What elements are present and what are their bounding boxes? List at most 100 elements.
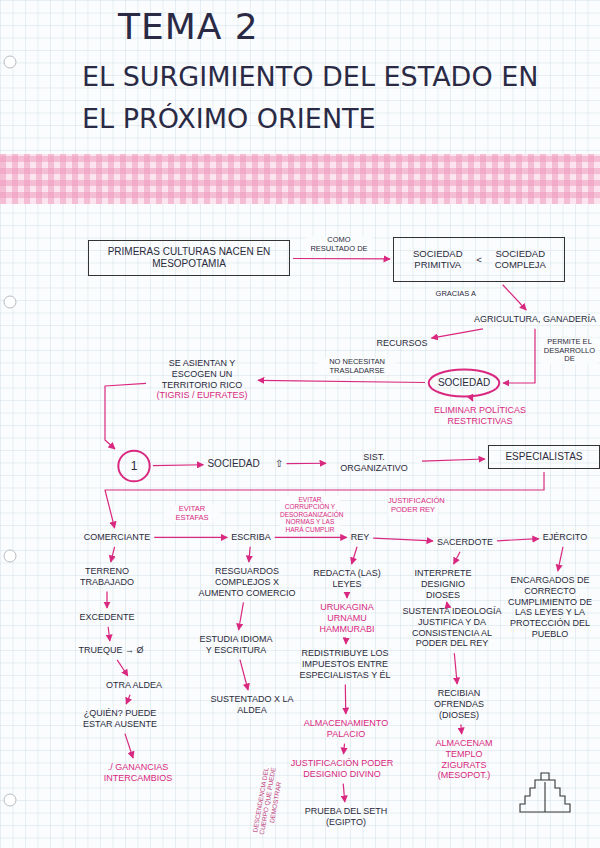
edge-label: GRACIAS A [426,290,476,299]
node-text: ./ GANANCIAS INTERCAMBIOS [80,762,196,784]
node-text: (TIGRIS / EUFRATES) [157,390,248,401]
arrow-connector [287,463,326,465]
edge-label: COMO RESULTADO DE [306,236,372,253]
arrow-connector [108,627,110,641]
concept-text: SACERDOTE [430,537,500,548]
arrow-connector [503,329,535,383]
node-text: ¿QUIÉN? PUEDE ESTAR AUSENTE [70,708,170,730]
node-text: SOCIEDAD COMPLEJA [483,248,557,271]
arrow-connector [239,602,244,630]
margin-note: DESCENDENCIA DEL CUERPO QUE PUEDE DEMOST… [251,764,286,839]
arrow-connector [345,638,346,644]
node-text: SUSTENTA IDEOLOGÍA JUSTIFICA Y DA CONSIS… [402,606,502,649]
node-text: ESCRIBA [231,532,271,543]
node-text: INTERPRETE DESIGNIO DIOSES [406,568,480,600]
node-text: EXCEDENTE [79,612,134,623]
concept-text: INTERPRETE DESIGNIO DIOSES [406,568,480,600]
node-text: AGRICULTURA, GANADERÍA [474,314,596,325]
concept-text: SUSTENTA IDEOLOGÍA JUSTIFICA Y DA CONSIS… [402,606,502,649]
node-text: EJÉRCITO [543,532,587,543]
edge-label: PERMITE EL DESARROLLO DE [541,338,598,364]
arrow-connector [352,547,357,564]
node-text: ESPECIALISTAS [505,451,582,463]
node-text: ESTUDIA IDIOMA Y ESCRITURA [196,634,276,656]
node-text: SIST. ORGANIZATIVO [330,452,418,474]
node-text: URUKAGINA URNAMU HAMMURABI [303,602,391,634]
concept-box: ESPECIALISTAS [488,445,600,469]
concept-text: ESTUDIA IDIOMA Y ESCRITURA [196,634,276,656]
concept-text: RECURSOS [374,338,430,349]
concept-text: SUSTENTADO X LA ALDEA [210,694,294,716]
node-text: SUSTENTADO X LA ALDEA [210,694,294,716]
edge-label: NO NECESITAN TRASLADARSE [318,358,396,375]
concept-text: EJÉRCITO [533,532,597,543]
node-text: < [476,254,482,265]
node-text: RECIBIAN OFRENDAS (DIOSES) [424,688,494,720]
node-text: SE ASIENTAN Y ESCOGEN UN TERRITORIO RICO [150,358,254,390]
concept-text: COMERCIANTE [72,532,162,543]
arrow-connector [126,695,130,704]
concept-text: ./ GANANCIAS INTERCAMBIOS [80,762,196,784]
node-text: OTRA ALDEA [106,680,162,691]
node-text: REDACTA (LAS) LEYES [303,568,391,590]
concept-text: ENCARGADOS DE CORRECTO CUMPLIMIENTO DE L… [503,575,597,640]
concept-text: JUSTIFICACIÓN PODER DESIGNIO DIVINO [288,758,396,780]
arrow-connector [373,538,433,541]
ziggurat-drawing [520,773,570,812]
arrow-connector [422,459,485,461]
concept-text: TRUEQUE → Ø [66,645,156,656]
node-text: 1 [131,459,138,473]
arrow-connector [345,684,347,714]
concept-text: ELIMINAR POLÍTICAS RESTRICTIVAS [425,405,535,427]
arrow-connector [446,602,448,604]
concept-text: EXCEDENTE [70,612,144,623]
arrow-connector [240,660,248,690]
arrow-connector [258,380,425,382]
concept-circle: 1 [118,450,150,482]
node-text: ELIMINAR POLÍTICAS RESTRICTIVAS [425,405,535,427]
concept-text: OTRA ALDEA [98,680,170,691]
node-text: PRUEBA DEL SETH (EGIPTO) [300,806,392,828]
arrow-connector [111,547,115,562]
arrow-connector [343,744,344,754]
concept-text: ALMACENAMIENTO PALACIO [300,718,392,740]
arrow-connector [106,592,107,608]
node-text: REDISTRIBUYE LOS IMPUESTOS ENTRE ESPECIA… [296,648,394,680]
subtitle: EL SURGIMIENTO DEL ESTADO EN EL PRÓXIMO … [82,56,552,140]
arrow-connector [558,547,563,571]
concept-text: SIST. ORGANIZATIVO [330,452,418,474]
node-text: SOCIEDAD [207,458,259,470]
circle-outline [118,451,149,482]
concept-box: SOCIEDAD ⇧ [200,458,290,470]
node-text: RESGUARDOS COMPLEJOS X AUMENTO COMERCIO [198,566,296,598]
node-text: ⇧ [275,458,283,470]
arrow-connector [454,552,460,564]
arrow-connector [125,734,133,758]
node-text: TERRENO TRABAJADO [72,566,142,588]
arrow-connector [432,329,483,338]
concept-text: ALMACENAM TEMPLO ZIGURATS (MESOPOT.) [422,738,506,781]
arrow-connector [117,660,128,676]
arrow-connector [275,537,347,538]
arrow-connector [472,400,474,401]
edge-label: EVITAR CORRUPCIÓN Y DESORGANIZACIÓN NORM… [280,496,340,533]
concept-box: PRIMERAS CULTURAS NACEN EN MESOPOTAMIA [88,240,290,276]
arrow-connector [346,594,347,598]
arrow-connector [293,258,390,260]
concept-box: SOCIEDAD PRIMITIVA<SOCIEDAD COMPLEJA [393,237,565,282]
concept-text: PRUEBA DEL SETH (EGIPTO) [300,806,392,828]
node-text: TRUEQUE → Ø [78,645,143,656]
arrow-connector [154,537,227,538]
concept-text: AGRICULTURA, GANADERÍA [470,314,600,325]
concept-text: ESCRIBA [220,532,282,543]
concept-text: RESGUARDOS COMPLEJOS X AUMENTO COMERCIO [198,566,296,598]
concept-text: TERRENO TRABAJADO [72,566,142,588]
node-text: PRIMERAS CULTURAS NACEN EN MESOPOTAMIA [95,246,283,270]
arrow-connector [249,547,250,562]
concept-text: ¿QUIÉN? PUEDE ESTAR AUSENTE [70,708,170,730]
concept-text: REDACTA (LAS) LEYES [303,568,391,590]
arrow-connector [105,383,146,449]
gingham-band [0,154,600,204]
